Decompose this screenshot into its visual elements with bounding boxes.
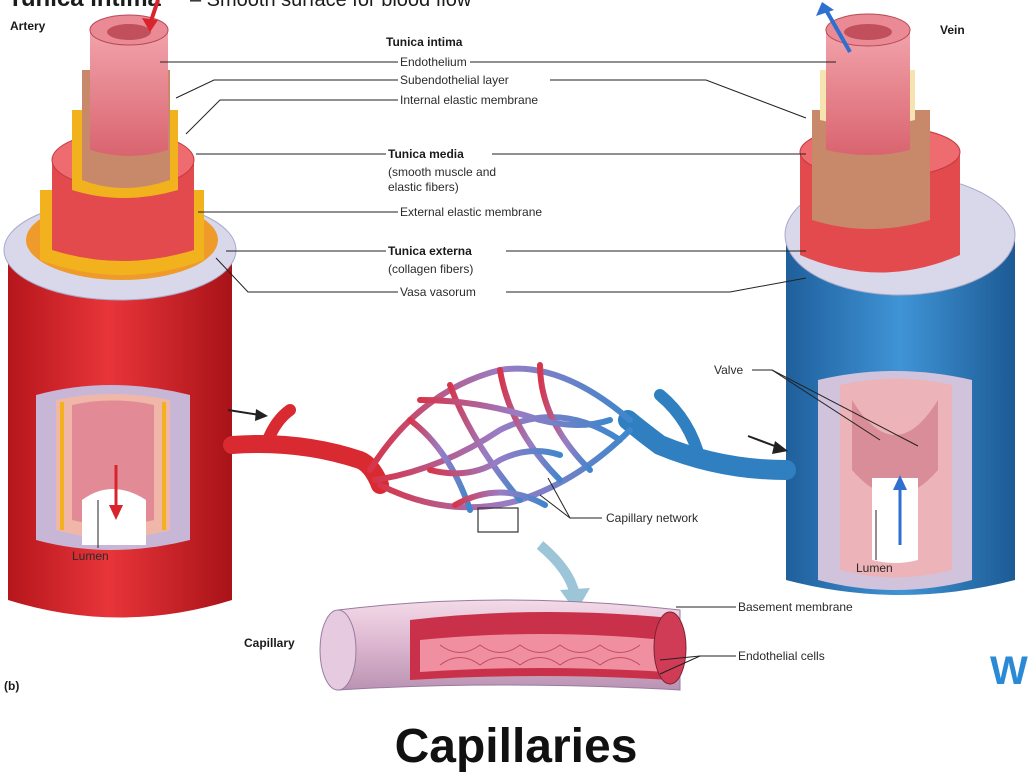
panel-label: (b) [4,679,19,693]
tunica-externa-note: (collagen fibers) [388,262,473,276]
artery-illustration [3,0,237,618]
capillary-network-illustration [223,362,796,612]
labels: Artery Vein Tunica intima Endothelium Su… [4,19,1028,773]
leader-lines [97,61,919,675]
header-title: Tunica intima – Smooth surface for blood… [8,0,472,12]
tunica-media-label: Tunica media [388,147,464,161]
footer-title: Capillaries [395,720,638,773]
tunica-externa-label: Tunica externa [388,244,472,258]
capillary-enlarged [319,599,687,691]
internal-elastic-label: Internal elastic membrane [400,93,538,107]
header-title-bold: Tunica intima [8,0,162,12]
vein-label: Vein [940,23,965,37]
tunica-media-note-2: elastic fibers) [388,180,459,194]
vein-illustration [784,2,1016,595]
vasa-vasorum-label: Vasa vasorum [400,285,476,299]
lumen-vein-label: Lumen [856,561,893,575]
lumen-artery-label: Lumen [72,549,109,563]
artery-label: Artery [10,19,46,33]
magnify-box [477,507,519,533]
capillary-label: Capillary [244,636,295,650]
external-elastic-label: External elastic membrane [400,205,542,219]
valve-label: Valve [714,363,743,377]
header-title-rest: – Smooth surface for blood flow [190,0,472,11]
subendothelial-label: Subendothelial layer [400,73,509,87]
endothelium-label: Endothelium [400,55,467,69]
tunica-media-note-1: (smooth muscle and [388,165,496,179]
tunica-intima-label: Tunica intima [386,35,463,49]
cutoff-letter: W [990,649,1028,693]
endothelial-cells-label: Endothelial cells [738,649,825,663]
basement-membrane-label: Basement membrane [738,600,853,614]
capillary-network-label: Capillary network [606,511,699,525]
